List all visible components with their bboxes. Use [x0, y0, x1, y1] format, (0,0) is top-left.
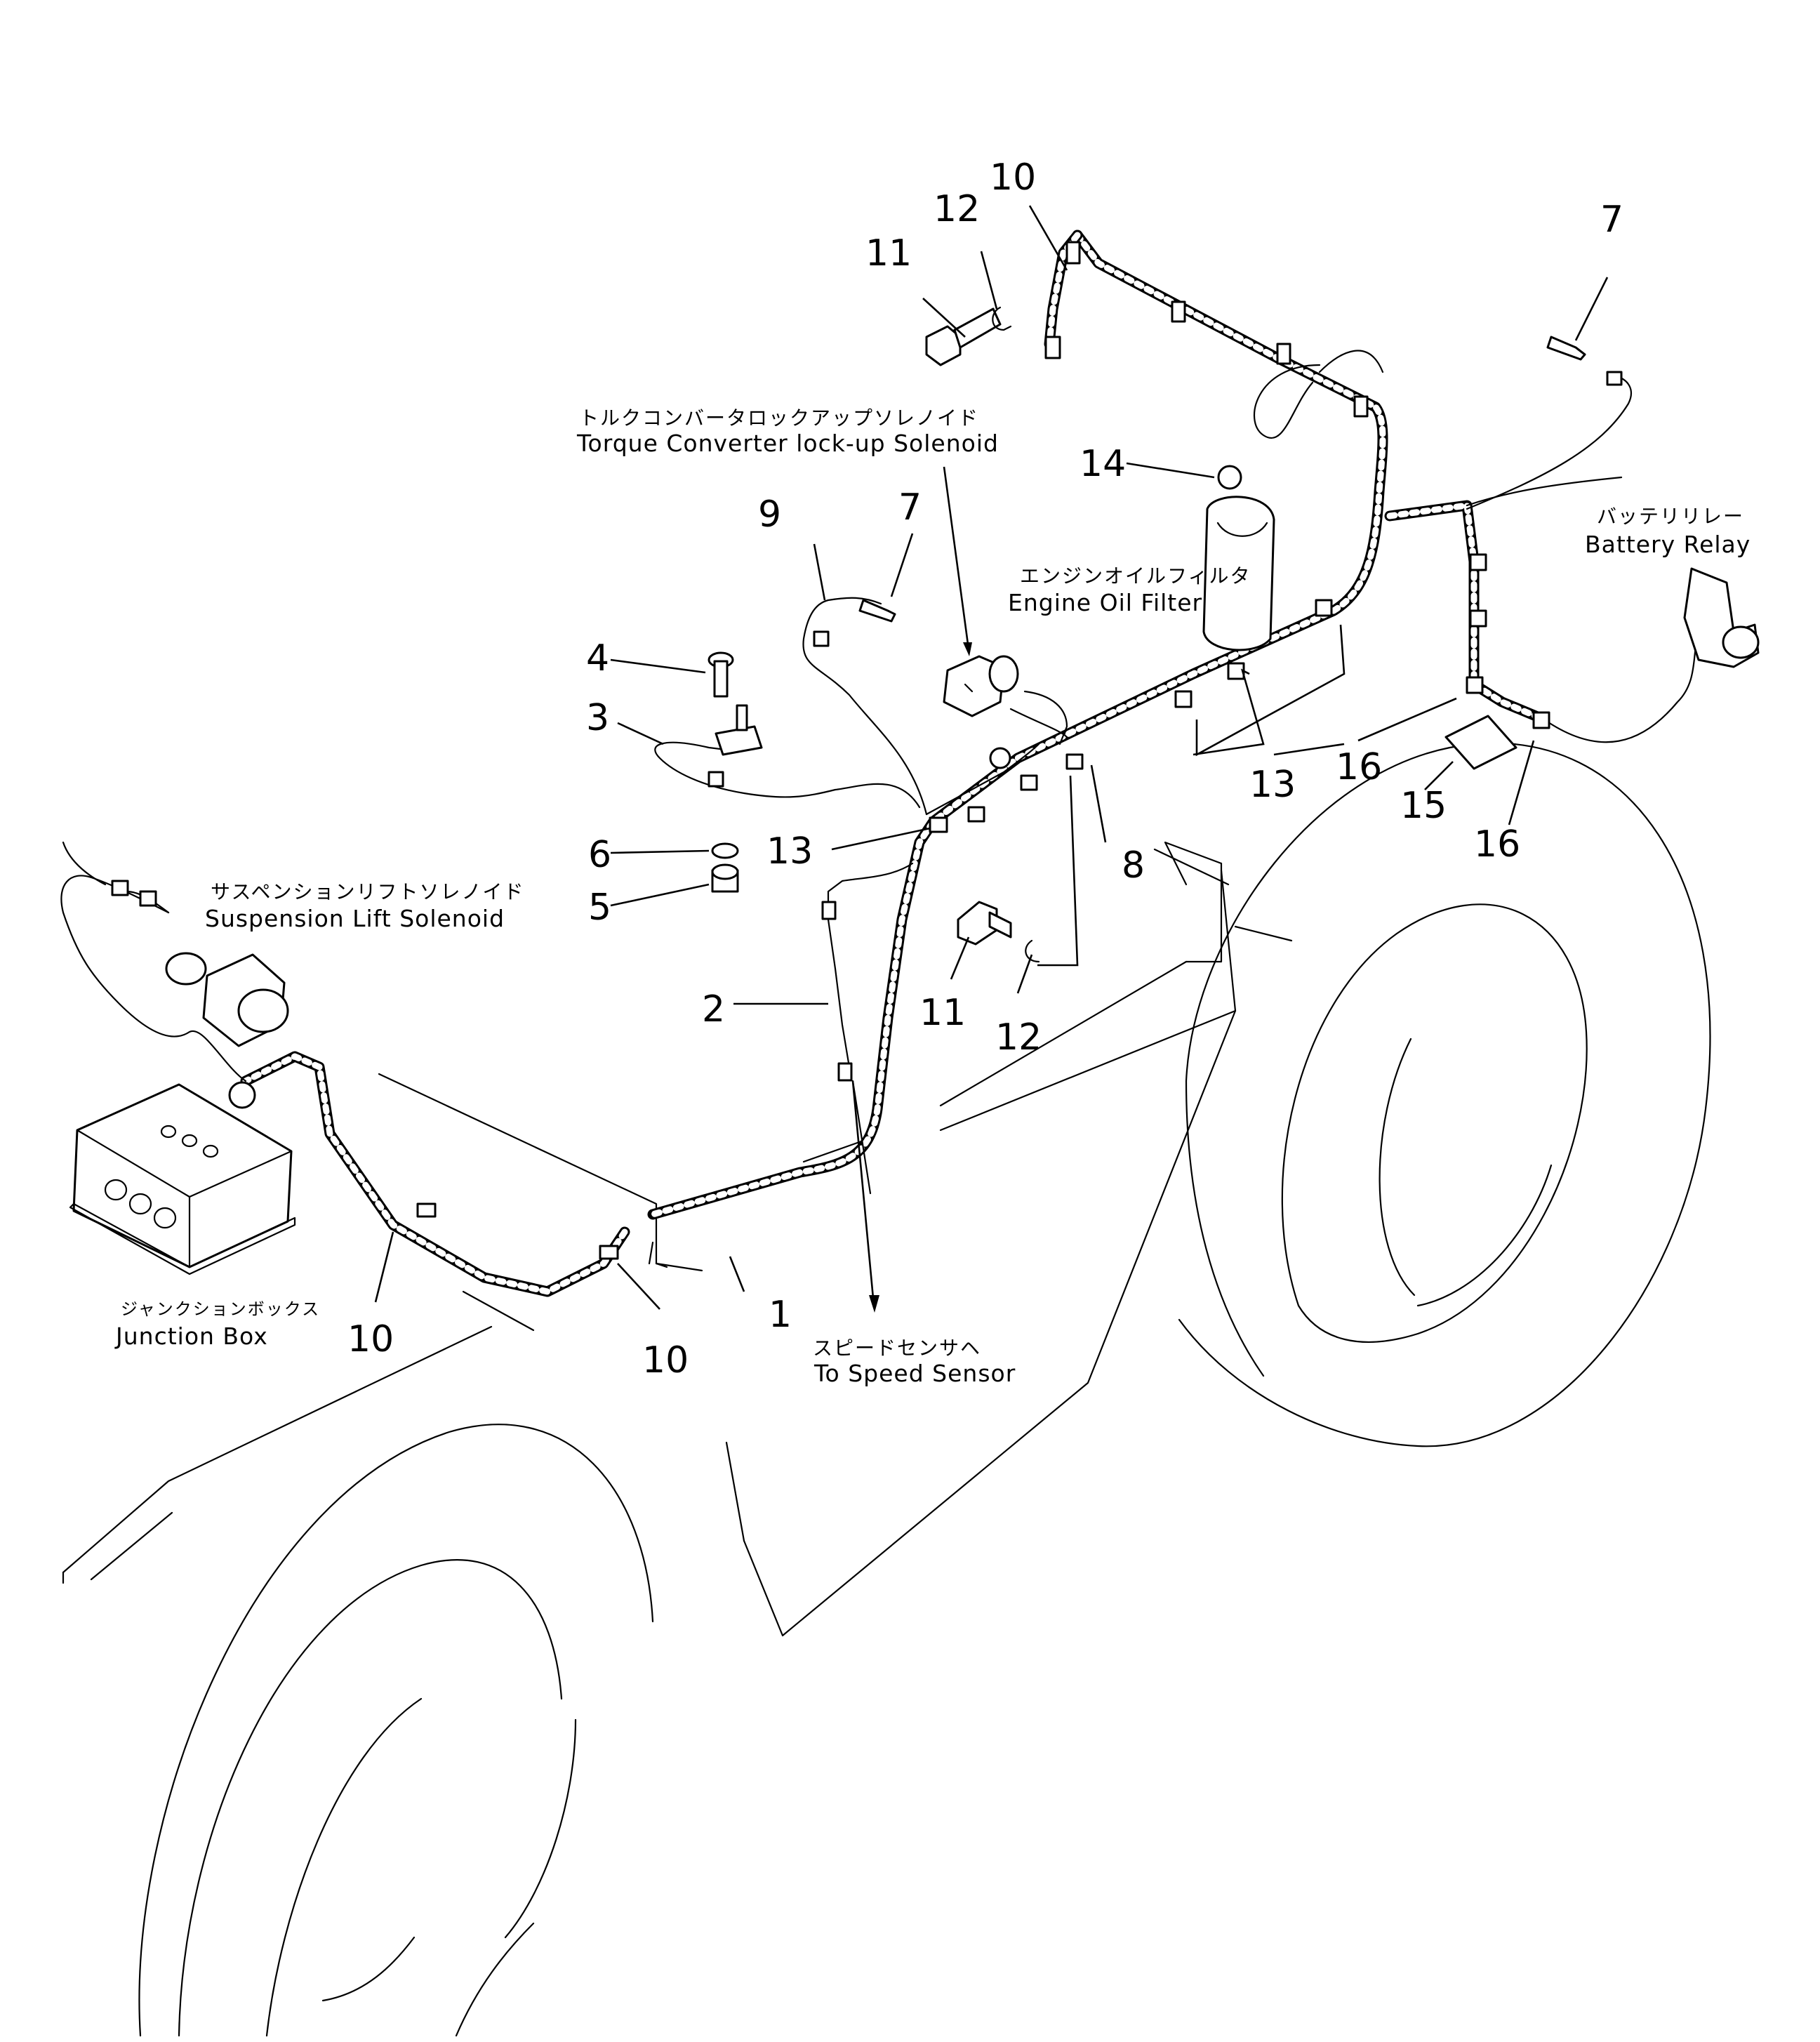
clamp-13-left	[929, 816, 948, 833]
connector-2b	[837, 1062, 853, 1082]
secondary-wires	[60, 597, 1068, 1195]
label-speed-en: To Speed Sensor	[813, 1360, 1016, 1387]
bolt-4	[708, 651, 734, 698]
clamp-harness-b	[1276, 343, 1291, 365]
bolt-11-top	[925, 307, 1002, 366]
connector-9	[813, 630, 830, 647]
callout-12a: 12	[934, 188, 980, 230]
callout-6: 6	[588, 834, 611, 876]
callout-12b: 12	[995, 1016, 1042, 1059]
callout-16b: 16	[1474, 823, 1520, 866]
text-labels: トルクコンバータロックアップソレノイド Torque Converter loc…	[114, 157, 1751, 1387]
clamp-10-top	[1065, 241, 1081, 265]
callout-9: 9	[758, 493, 781, 536]
callout-8: 8	[1122, 844, 1145, 887]
band-15	[1444, 715, 1517, 770]
callout-15: 15	[1400, 785, 1447, 827]
label-oil-jp: エンジンオイルフィルタ	[1020, 564, 1251, 588]
label-torque-jp: トルクコンバータロックアップソレノイド	[579, 406, 979, 430]
clamp-harness-c	[1353, 395, 1369, 418]
clamp-harness-e	[1469, 609, 1487, 628]
clamp-10-left	[416, 1202, 437, 1218]
engine-oil-filter	[1202, 465, 1275, 651]
label-battery-jp: バッテリリレー	[1597, 505, 1744, 528]
bolt-11-bottom	[957, 901, 1012, 946]
machine-body-outline	[62, 742, 1711, 2037]
callout-2: 2	[702, 988, 725, 1030]
clamp-8a	[967, 806, 985, 823]
callout-11a: 11	[865, 232, 912, 274]
clamp-16b	[1532, 711, 1550, 729]
leader-lines	[374, 205, 1609, 1313]
callout-11b: 11	[919, 992, 966, 1034]
callout-10a: 10	[990, 157, 1036, 199]
connector-3	[708, 771, 724, 788]
washer-12-top	[992, 306, 1012, 331]
clamp-13b	[1227, 662, 1245, 680]
callout-7b: 7	[1600, 199, 1623, 241]
nut-5	[711, 863, 739, 893]
clamp-8c	[1065, 753, 1084, 770]
callout-16a: 16	[1336, 746, 1382, 788]
suspension-lift-solenoid	[111, 880, 289, 1047]
sensor-7-left	[858, 599, 896, 623]
clamp-16a	[1466, 676, 1484, 694]
clamp-13c	[1315, 599, 1333, 617]
label-speed-jp: スピードセンサヘ	[813, 1337, 981, 1360]
clamp-harness-a	[1171, 300, 1186, 323]
battery-relay	[1683, 567, 1760, 668]
callout-10c: 10	[642, 1339, 689, 1381]
connector-7r	[1606, 371, 1623, 386]
label-torque-en: Torque Converter lock-up Solenoid	[576, 430, 999, 457]
label-junction-jp: ジャンクションボックス	[121, 1299, 320, 1319]
callout-10b: 10	[347, 1318, 394, 1360]
components	[69, 241, 1760, 1275]
callout-3: 3	[586, 697, 609, 739]
label-battery-en: Battery Relay	[1585, 531, 1751, 558]
connector-2a	[821, 901, 837, 920]
callout-14: 14	[1080, 443, 1126, 485]
sensor-7-right	[1546, 336, 1586, 361]
connector-top-end	[1044, 336, 1061, 359]
callout-4: 4	[586, 637, 609, 679]
washer-6	[711, 842, 739, 859]
torque-converter-solenoid	[943, 655, 1019, 717]
label-junction-en: Junction Box	[114, 1322, 268, 1350]
callout-7a: 7	[898, 486, 922, 529]
callout-5: 5	[588, 887, 611, 929]
callout-13b: 13	[1249, 764, 1296, 806]
clamp-8b	[1020, 774, 1038, 791]
connector-round	[989, 747, 1011, 769]
washer-12-bottom	[1025, 939, 1040, 963]
label-susp-jp: サスペンションリフトソレノイド	[211, 880, 524, 903]
clamp-10-mid	[599, 1245, 619, 1260]
switch-3	[715, 704, 763, 756]
junction-box	[69, 1081, 296, 1275]
label-oil-en: Engine Oil Filter	[1008, 589, 1202, 616]
clamp-13a	[1174, 690, 1193, 708]
callout-1: 1	[769, 1294, 792, 1336]
callout-13a: 13	[766, 830, 813, 873]
label-susp-en: Suspension Lift Solenoid	[205, 905, 505, 932]
clamp-harness-d	[1469, 553, 1487, 571]
